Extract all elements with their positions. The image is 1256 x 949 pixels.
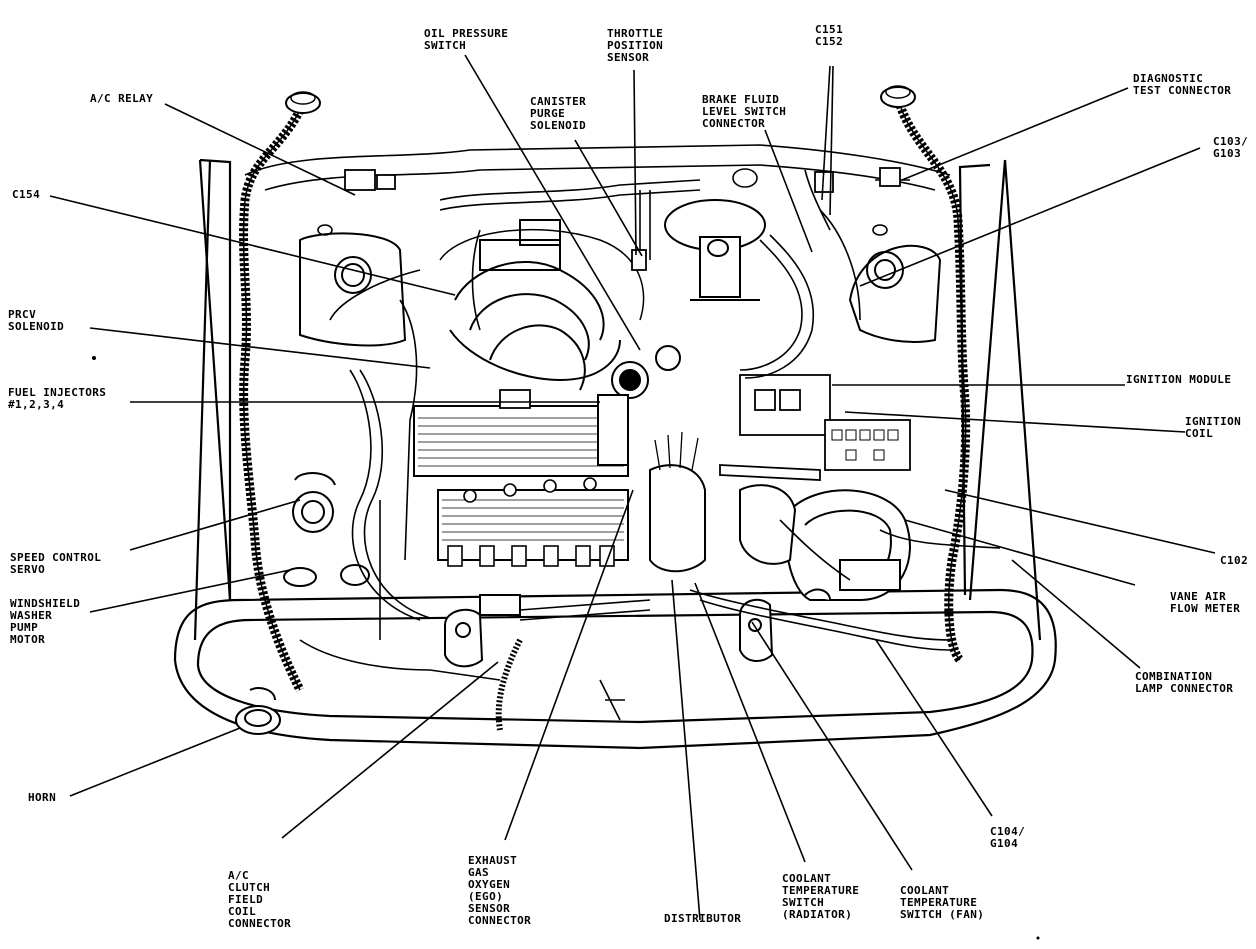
label-prcv-solenoid: PRCV SOLENOID	[8, 308, 65, 333]
label-ignition-module: IGNITION MODULE	[1126, 373, 1232, 386]
label-ac-relay: A/C RELAY	[90, 92, 154, 105]
label-diagnostic-test-connector: DIAGNOSTIC TEST CONNECTOR	[1133, 72, 1232, 97]
cylinder-head	[413, 405, 629, 567]
label-canister-purge-solenoid: CANISTER PURGE SOLENOID	[530, 95, 587, 132]
label-combination-lamp-connector: COMBINATION LAMP CONNECTOR	[1135, 670, 1234, 695]
hoses-and-wiring	[299, 169, 1001, 731]
horn-body	[235, 687, 281, 735]
distributor-body	[649, 431, 706, 573]
right-strut-tower	[848, 244, 942, 343]
throttle-body	[597, 345, 681, 466]
air-cleaner	[739, 484, 911, 601]
label-c104-g104: C104/ G104	[990, 825, 1026, 850]
label-speed-control-servo: SPEED CONTROL SERVO	[10, 551, 102, 576]
label-c103-g103: C103/ G103	[1213, 135, 1249, 160]
label-c151-c152: C151 C152	[815, 23, 844, 48]
label-vane-air-flow-meter: VANE AIR FLOW METER	[1170, 590, 1241, 615]
label-c154: C154	[12, 188, 41, 201]
left-strut-tower	[299, 232, 407, 347]
label-c102: C102	[1220, 554, 1249, 567]
label-coolant-temp-radiator: COOLANT TEMPERATURE SWITCH (RADIATOR)	[782, 872, 860, 921]
leader-lines	[49, 54, 1216, 921]
washer-reservoir	[283, 564, 370, 587]
label-ignition-coil: IGNITION COIL	[1185, 415, 1242, 440]
top-connectors	[344, 167, 901, 409]
label-fuel-injectors: FUEL INJECTORS #1,2,3,4	[8, 386, 107, 411]
label-oil-pressure-switch: OIL PRESSURE SWITCH	[424, 27, 509, 52]
right-harness	[880, 85, 971, 664]
radiator-switch-area	[739, 588, 831, 662]
label-throttle-position-sensor: THROTTLE POSITION SENSOR	[607, 27, 664, 64]
ac-compressor	[444, 594, 521, 668]
intake-manifold	[439, 219, 645, 391]
label-coolant-temp-fan: COOLANT TEMPERATURE SWITCH (FAN)	[900, 884, 985, 921]
label-brake-fluid-switch: BRAKE FLUID LEVEL SWITCH CONNECTOR	[702, 93, 787, 130]
label-ego-sensor-connector: EXHAUST GAS OXYGEN (EGO) SENSOR CONNECTO…	[468, 854, 532, 927]
label-horn: HORN	[28, 791, 57, 804]
label-ac-clutch-connector: A/C CLUTCH FIELD COIL CONNECTOR	[228, 869, 292, 930]
misc-dots	[92, 356, 1040, 940]
left-harness	[239, 91, 321, 693]
brake-reservoir	[664, 199, 766, 301]
label-washer-pump-motor: WINDSHIELD WASHER PUMP MOTOR	[10, 597, 81, 646]
ignition-coil-block	[719, 374, 911, 481]
speed-control-servo	[292, 472, 336, 533]
label-distributor: DISTRIBUTOR	[664, 912, 742, 925]
